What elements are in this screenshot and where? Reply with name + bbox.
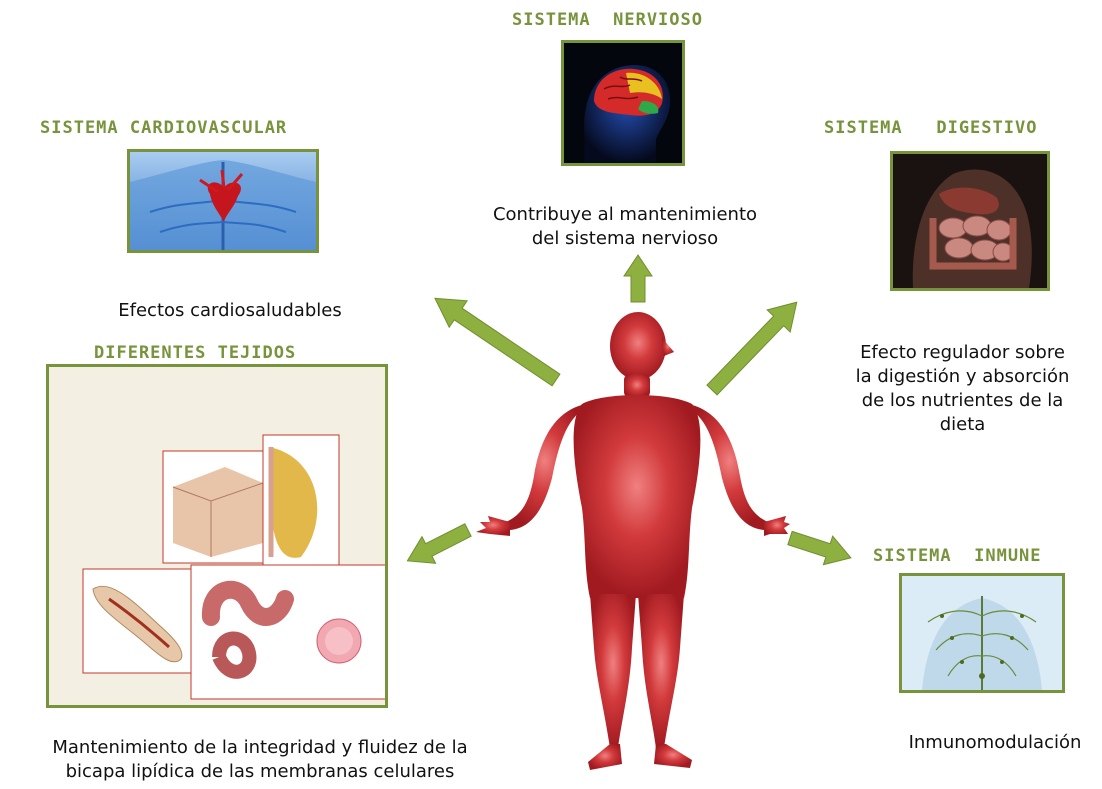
- immune-image: [899, 573, 1065, 693]
- human-body-figure: [476, 312, 790, 770]
- arrow-to-cardiovascular: [434, 297, 561, 387]
- desc-cardiovascular: Efectos cardiosaludables: [118, 300, 342, 321]
- heading-sistema-nervioso: SISTEMA NERVIOSO: [512, 10, 703, 30]
- desc-line: Mantenimiento de la integridad y fluidez…: [52, 737, 468, 758]
- desc-inmune: Inmunomodulación: [908, 732, 1082, 753]
- heading-sistema-inmune: SISTEMA INMUNE: [873, 546, 1042, 566]
- desc-line: la digestión y absorción: [855, 366, 1070, 387]
- tissues-illustration: [49, 367, 385, 705]
- brain-image: [561, 40, 685, 166]
- desc-line: del sistema nervioso: [531, 228, 719, 249]
- arrow-to-digestivo: [706, 301, 798, 396]
- desc-line: dieta: [939, 414, 986, 435]
- heading-sistema-cardiovascular: SISTEMA CARDIOVASCULAR: [40, 118, 288, 138]
- desc-line: Efecto regulador sobre: [860, 342, 1065, 363]
- heading-diferentes-tejidos: DIFERENTES TEJIDOS: [94, 343, 297, 363]
- desc-line: Contribuye al mantenimiento: [492, 204, 758, 225]
- desc-digestivo: Efecto regulador sobre la digestión y ab…: [840, 341, 1085, 437]
- immune-illustration: [902, 576, 1062, 690]
- cardiovascular-illustration: [130, 152, 316, 250]
- tissues-image: [46, 364, 388, 708]
- digestive-image: [890, 151, 1050, 291]
- cardiovascular-image: [127, 149, 319, 253]
- heading-sistema-digestivo: SISTEMA DIGESTIVO: [824, 118, 1038, 138]
- arrow-to-tejidos: [406, 523, 472, 564]
- desc-sistema-nervioso: Contribuye al mantenimiento del sistema …: [470, 203, 780, 251]
- desc-tejidos: Mantenimiento de la integridad y fluidez…: [20, 736, 500, 784]
- digestive-illustration: [893, 154, 1047, 288]
- arrow-to-nervioso: [623, 254, 653, 303]
- desc-line: de los nutrientes de la: [861, 390, 1064, 411]
- arrow-to-inmune: [787, 530, 852, 566]
- brain-illustration: [564, 43, 682, 163]
- desc-line: bicapa lipídica de las membranas celular…: [65, 761, 455, 782]
